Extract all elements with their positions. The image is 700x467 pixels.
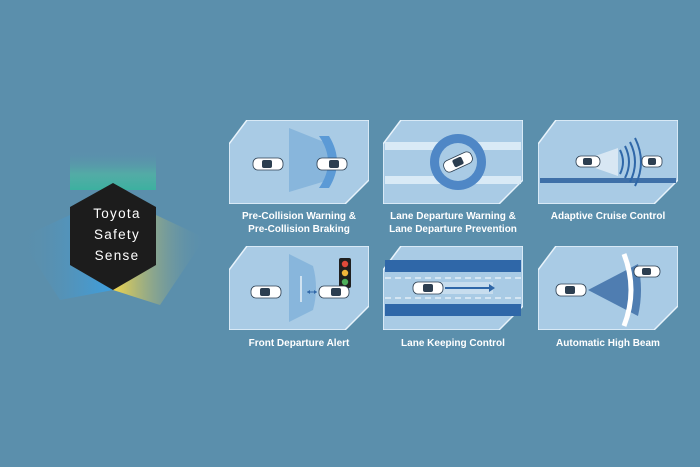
- caption-line: Front Departure Alert: [248, 338, 350, 349]
- lead-car-icon: [316, 157, 348, 171]
- caption-line: Pre-Collision Warning &: [241, 211, 357, 222]
- hexagon-badge: [70, 183, 156, 290]
- car-collision-icon: [229, 120, 369, 204]
- traffic-light: [339, 258, 351, 288]
- caption-line: Automatic High Beam: [556, 338, 660, 349]
- ego-car-icon: [250, 285, 282, 299]
- oncoming-car-icon: [633, 265, 661, 278]
- feature-caption-4: Front Departure Alert: [214, 338, 384, 351]
- caption-line: Adaptive Cruise Control: [550, 211, 666, 222]
- feature-caption-3: Adaptive Cruise Control: [523, 211, 693, 224]
- caption-line: Lane Keeping Control: [401, 338, 505, 349]
- feature-tile-lane-departure: [383, 120, 523, 204]
- lead-car-icon: [641, 155, 663, 168]
- caption-line: Pre-Collision Braking: [248, 223, 350, 235]
- feature-tile-high-beam: [538, 246, 678, 330]
- caption-line: Lane Departure Warning &: [390, 211, 516, 222]
- feature-tile-front-departure: [229, 246, 369, 330]
- logo-line-2: Safety: [93, 227, 141, 242]
- caption-line: Lane Departure Prevention: [389, 223, 517, 235]
- radar-waves-icon: [619, 137, 642, 187]
- lane-keeping-icon: [383, 246, 523, 330]
- feature-tile-pre-collision: [229, 120, 369, 204]
- logo-line-3: Sense: [94, 248, 140, 263]
- safety-sense-logo: [20, 150, 205, 305]
- teal-beam: [70, 150, 156, 190]
- logo-line-1: Toyota: [93, 206, 141, 221]
- ego-car-icon: [555, 283, 587, 297]
- ego-car-icon: [252, 157, 284, 171]
- ego-car-icon: [412, 281, 444, 295]
- lead-car-icon: [318, 285, 350, 299]
- drifting-car-icon: [443, 151, 473, 173]
- feature-caption-2: Lane Departure Warning & Lane Departure …: [368, 211, 538, 236]
- feature-caption-5: Lane Keeping Control: [368, 338, 538, 351]
- ego-car-icon: [575, 155, 601, 168]
- traffic-light-icon: [229, 246, 369, 330]
- cruise-control-icon: [538, 120, 678, 204]
- feature-caption-1: Pre-Collision Warning & Pre-Collision Br…: [214, 211, 384, 236]
- lane-departure-icon: [383, 120, 523, 204]
- logo-text: Toyota Safety Sense: [82, 203, 152, 266]
- feature-tile-cruise-control: [538, 120, 678, 204]
- feature-tile-lane-keeping: [383, 246, 523, 330]
- high-beam-icon: [538, 246, 678, 330]
- feature-caption-6: Automatic High Beam: [523, 338, 693, 351]
